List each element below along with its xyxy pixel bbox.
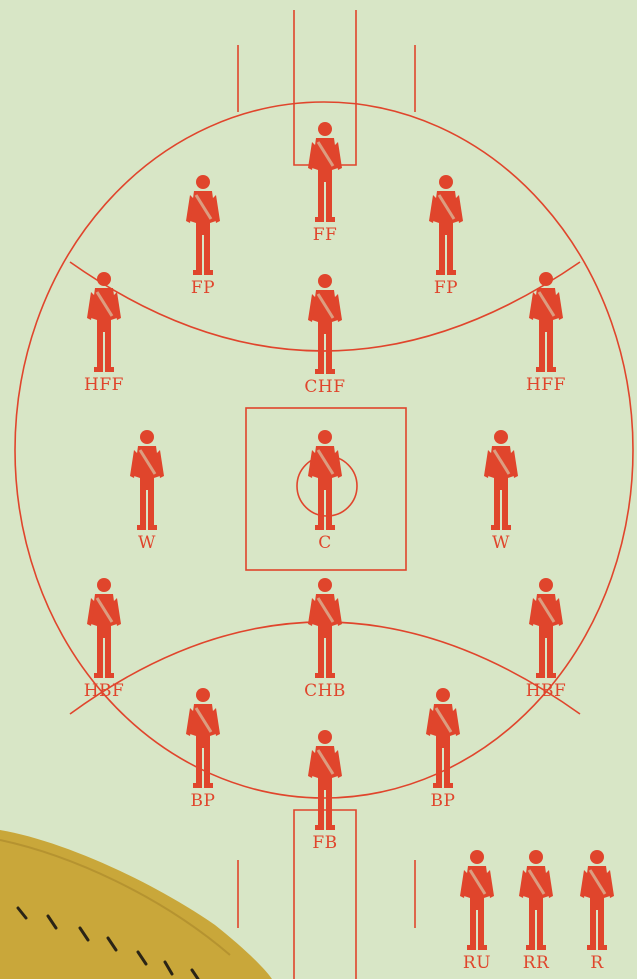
footballer-icon — [457, 848, 497, 954]
player-hff-right: HFF — [509, 270, 583, 394]
player-w-left: W — [110, 428, 184, 552]
position-label-ff: FF — [288, 226, 362, 244]
footballer-icon — [423, 686, 463, 792]
position-label-chf: CHF — [288, 378, 362, 396]
position-label-fb: FB — [288, 834, 362, 852]
player-c: C — [288, 428, 362, 552]
player-bp-left: BP — [166, 686, 240, 810]
position-label-bp: BP — [166, 792, 240, 810]
position-label-fp: FP — [409, 279, 483, 297]
position-label-bp: BP — [406, 792, 480, 810]
footballer-icon — [526, 576, 566, 682]
position-label-r: R — [560, 954, 634, 972]
footballer-icon — [84, 576, 124, 682]
position-label-w: W — [110, 534, 184, 552]
player-ff: FF — [288, 120, 362, 244]
footballer-icon — [84, 270, 124, 376]
player-fp-left: FP — [166, 173, 240, 297]
player-hbf-right: HBF — [509, 576, 583, 700]
footballer-icon — [305, 428, 345, 534]
footballer-icon — [516, 848, 556, 954]
position-label-fp: FP — [166, 279, 240, 297]
position-label-hbf: HBF — [67, 682, 141, 700]
player-w-right: W — [464, 428, 538, 552]
footballer-icon — [305, 272, 345, 378]
player-bp-right: BP — [406, 686, 480, 810]
footballer-icon — [183, 686, 223, 792]
player-hbf-left: HBF — [67, 576, 141, 700]
footballer-icon — [305, 728, 345, 834]
footballer-icon — [127, 428, 167, 534]
player-hff-left: HFF — [67, 270, 141, 394]
position-label-hff: HFF — [67, 376, 141, 394]
player-fp-right: FP — [409, 173, 483, 297]
footballer-icon — [481, 428, 521, 534]
position-label-hff: HFF — [509, 376, 583, 394]
footballer-icon — [526, 270, 566, 376]
position-label-w: W — [464, 534, 538, 552]
football-icon — [0, 830, 272, 979]
position-label-hbf: HBF — [509, 682, 583, 700]
player-r: R — [560, 848, 634, 972]
footballer-icon — [183, 173, 223, 279]
player-chb: CHB — [288, 576, 362, 700]
player-chf: CHF — [288, 272, 362, 396]
position-label-chb: CHB — [288, 682, 362, 700]
footballer-icon — [305, 120, 345, 226]
player-fb: FB — [288, 728, 362, 852]
footballer-icon — [426, 173, 466, 279]
footballer-icon — [305, 576, 345, 682]
position-label-c: C — [288, 534, 362, 552]
footballer-icon — [577, 848, 617, 954]
